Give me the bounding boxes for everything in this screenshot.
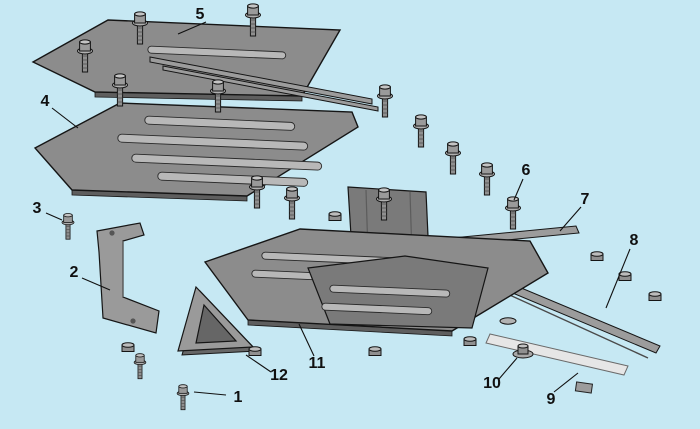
- callout-label-3: 3: [33, 200, 42, 217]
- leader-line: [559, 206, 582, 232]
- bracket-part-12: [177, 285, 259, 356]
- callout-12: 12: [245, 354, 288, 384]
- callout-7: 7: [559, 191, 590, 232]
- bolt: [445, 141, 461, 175]
- callout-label-6: 6: [522, 162, 531, 179]
- callout-label-10: 10: [483, 375, 501, 392]
- callout-label-9: 9: [547, 391, 556, 408]
- leader-line: [298, 323, 315, 357]
- callout-label-5: 5: [196, 6, 205, 23]
- bolt: [413, 114, 429, 148]
- callout-label-7: 7: [581, 191, 590, 208]
- bolt: [377, 84, 393, 118]
- leader-line: [51, 107, 79, 129]
- leader-line: [45, 212, 63, 221]
- bolt-part-3: [61, 213, 75, 240]
- callout-label-4: 4: [41, 93, 50, 110]
- leader-line: [498, 357, 518, 380]
- callout-10: 10: [483, 357, 518, 392]
- plate-part-5: [31, 19, 379, 112]
- nut: [590, 251, 604, 261]
- callout-1: 1: [193, 389, 243, 406]
- callout-label-2: 2: [70, 264, 79, 281]
- bolt: [284, 186, 300, 220]
- callouts: 1 2 3 4 5 6 7: [33, 6, 639, 408]
- leader-line: [513, 178, 524, 201]
- rail-thin-upper: [149, 56, 373, 105]
- plate-part-11: [203, 228, 549, 337]
- strip-part-9: [485, 333, 629, 394]
- callout-3: 3: [33, 200, 63, 221]
- leader-line: [245, 354, 272, 373]
- bolt-part-1: [176, 384, 190, 411]
- bolt-part-1: [133, 353, 147, 380]
- callout-label-1: 1: [234, 389, 243, 406]
- leader-line: [553, 372, 579, 393]
- callout-label-12: 12: [270, 367, 288, 384]
- pad: [574, 381, 594, 394]
- nut: [121, 342, 135, 352]
- leader-line: [177, 21, 207, 35]
- nut: [463, 336, 477, 346]
- callout-6: 6: [513, 162, 531, 201]
- bolt: [479, 162, 495, 196]
- nut: [368, 346, 382, 356]
- nut: [328, 211, 342, 221]
- callout-4: 4: [41, 93, 79, 129]
- leader-line: [81, 277, 111, 291]
- plate-part-4: [33, 102, 359, 202]
- callout-11: 11: [298, 323, 326, 372]
- nut: [248, 346, 262, 356]
- nut: [648, 291, 662, 301]
- callout-2: 2: [70, 264, 111, 291]
- callout-label-11: 11: [309, 355, 326, 372]
- callout-label-8: 8: [630, 232, 639, 249]
- callout-5: 5: [177, 6, 207, 35]
- washer: [499, 317, 517, 325]
- bolt: [505, 196, 521, 230]
- leader-line: [193, 391, 227, 396]
- bracket-part-2: [96, 222, 160, 334]
- callout-9: 9: [547, 372, 579, 408]
- rail-thin-lower: [162, 65, 379, 112]
- leader-line: [605, 248, 631, 309]
- callout-8: 8: [605, 232, 639, 309]
